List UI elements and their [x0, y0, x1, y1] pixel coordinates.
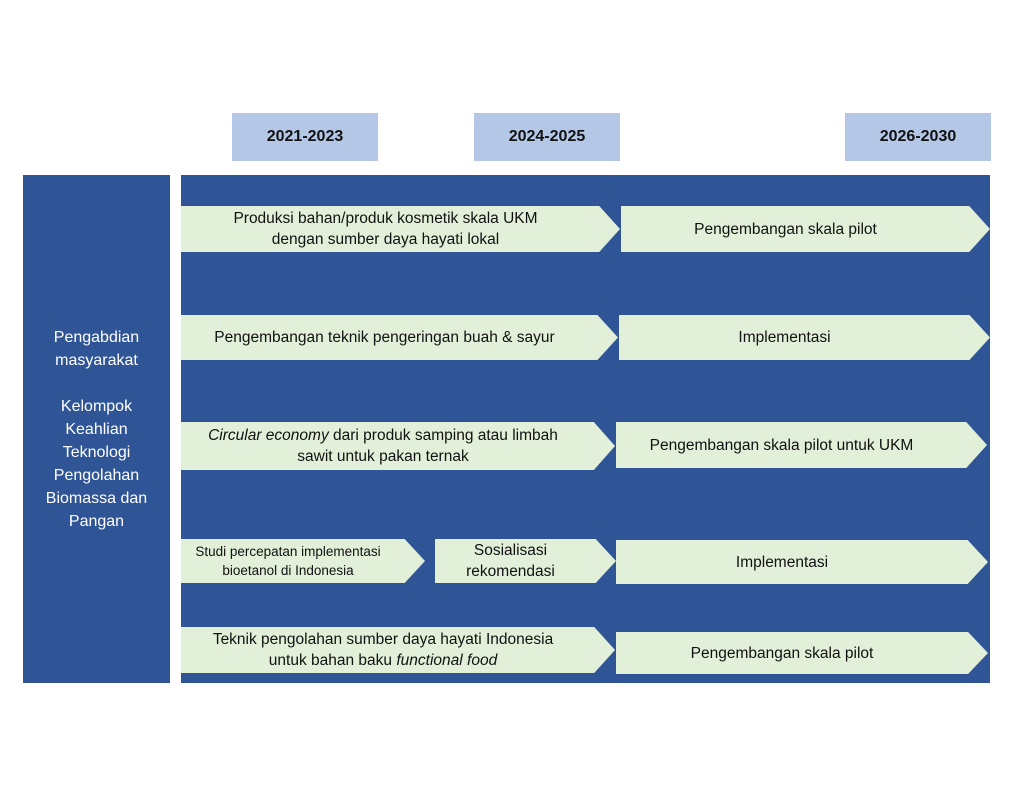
- arrow-row2-phase2: Implementasi: [619, 315, 990, 360]
- arrow-row1-phase2: Pengembangan skala pilot: [621, 206, 990, 252]
- arrow-row5-phase2: Pengembangan skala pilot: [616, 632, 988, 674]
- group-label-line: Biomassa dan: [45, 489, 148, 507]
- arrow-label: Circular economy dari produk samping ata…: [208, 427, 558, 465]
- arrow-row3-phase2: Pengembangan skala pilot untuk UKM: [616, 422, 987, 468]
- group-label-panel: Pengabdian masyarakat Kelompok Keahlian …: [23, 175, 170, 683]
- group-label-line: Pangan: [68, 512, 125, 530]
- arrow-label: Pengembangan skala pilot: [694, 220, 877, 238]
- arrow-label: Implementasi: [735, 553, 829, 571]
- group-label-line: Pengabdian: [53, 328, 140, 346]
- arrow-label: Implementasi: [738, 329, 831, 346]
- arrow-row4-phase1a: Studi percepatan implementasi bioetanol …: [181, 539, 425, 583]
- period-2026-2030: 2026-2030: [845, 113, 991, 161]
- arrow-row2-phase1: Pengembangan teknik pengeringan buah & s…: [181, 315, 618, 360]
- arrow-label: Pengembangan skala pilot untuk UKM: [649, 436, 914, 454]
- arrow-row1-phase1: Produksi bahan/produk kosmetik skala UKM…: [181, 206, 620, 252]
- arrow-label: Pengembangan teknik pengeringan buah & s…: [214, 329, 555, 346]
- group-label-line: Kelompok: [60, 397, 133, 415]
- arrow-row4-phase2: Implementasi: [616, 540, 988, 584]
- group-label-line: Teknologi: [62, 443, 131, 461]
- arrow-label: Teknik pengolahan sumber daya hayati Ind…: [212, 631, 554, 669]
- roadmap-panel: Produksi bahan/produk kosmetik skala UKM…: [181, 175, 990, 683]
- group-label-line: masyarakat: [55, 351, 138, 369]
- group-label-line: Pengolahan: [53, 466, 140, 484]
- arrow-label: Pengembangan skala pilot: [690, 644, 874, 662]
- group-label-line: Keahlian: [65, 420, 128, 438]
- arrow-label: Sosialisasi rekomendasi: [466, 542, 555, 580]
- period-2021-2023: 2021-2023: [232, 113, 378, 161]
- arrow-row4-phase1b: Sosialisasi rekomendasi: [435, 539, 616, 583]
- period-2024-2025: 2024-2025: [474, 113, 620, 161]
- arrow-row5-phase1: Teknik pengolahan sumber daya hayati Ind…: [181, 627, 615, 673]
- arrow-row3-phase1: Circular economy dari produk samping ata…: [181, 422, 615, 470]
- arrow-label: Studi percepatan implementasi bioetanol …: [195, 544, 381, 578]
- arrow-label: Produksi bahan/produk kosmetik skala UKM…: [233, 210, 538, 248]
